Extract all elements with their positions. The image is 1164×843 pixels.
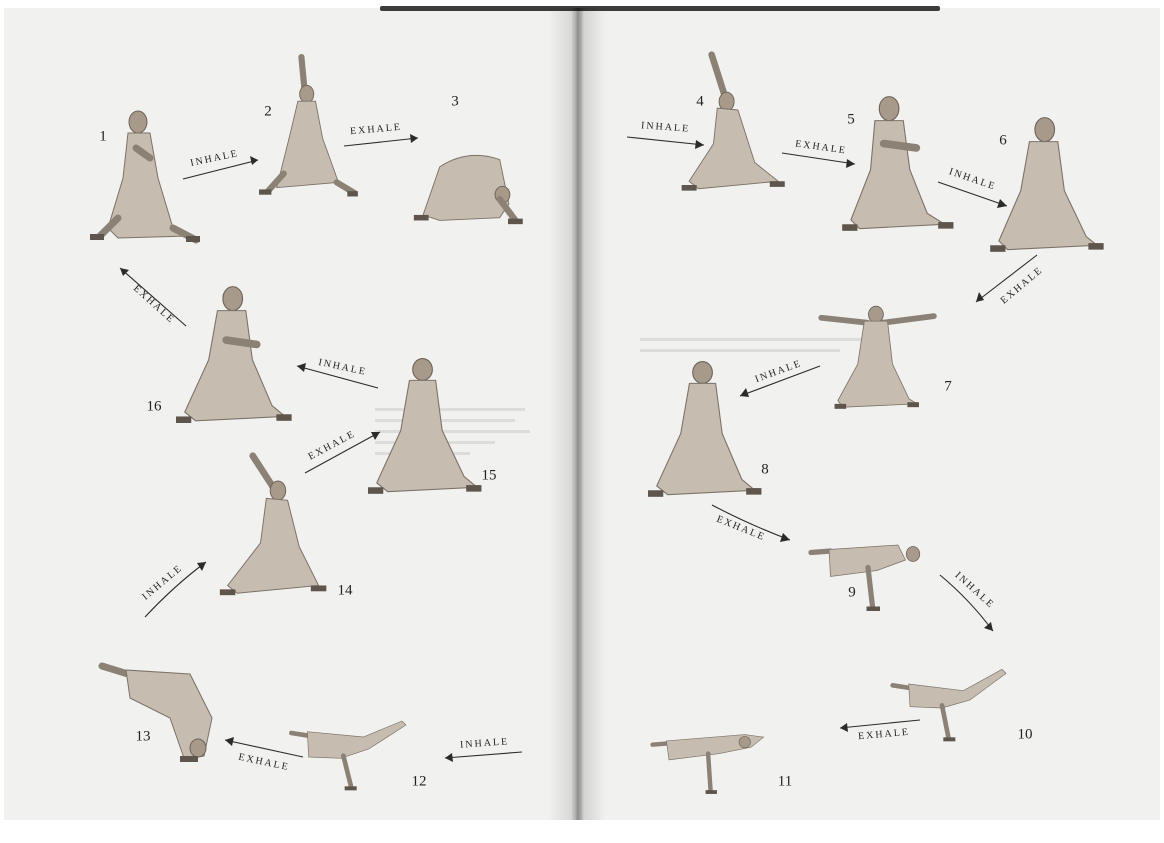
pose-figure-6 <box>988 113 1108 263</box>
book-top-edge <box>380 6 940 11</box>
pose-figure-13 <box>100 638 220 788</box>
pose-figure-8 <box>648 358 768 508</box>
pose-figure-1 <box>88 108 208 258</box>
pose-figure-7 <box>818 285 938 435</box>
pose-figure-2 <box>252 50 372 200</box>
pose-figure-9 <box>808 500 928 650</box>
step-number: 7 <box>944 379 952 396</box>
pose-figure-15 <box>368 355 488 505</box>
step-number: 14 <box>338 583 353 600</box>
pose-figure-14 <box>216 450 336 600</box>
pose-figure-5 <box>840 92 960 242</box>
pose-figure-3 <box>412 115 532 265</box>
pose-figure-12 <box>290 680 410 830</box>
book-spread: INHALE EXHALE INHALE EXHALE INHALE EXHAL… <box>0 0 1164 823</box>
step-number: 3 <box>451 94 459 111</box>
pose-figure-11 <box>650 688 770 838</box>
pose-figure-4 <box>676 50 796 200</box>
step-number: 11 <box>778 774 792 791</box>
step-number: 16 <box>147 399 162 416</box>
pose-figure-10 <box>890 630 1010 780</box>
step-number: 10 <box>1018 727 1033 744</box>
step-number: 12 <box>412 774 427 791</box>
pose-figure-16 <box>176 282 296 432</box>
